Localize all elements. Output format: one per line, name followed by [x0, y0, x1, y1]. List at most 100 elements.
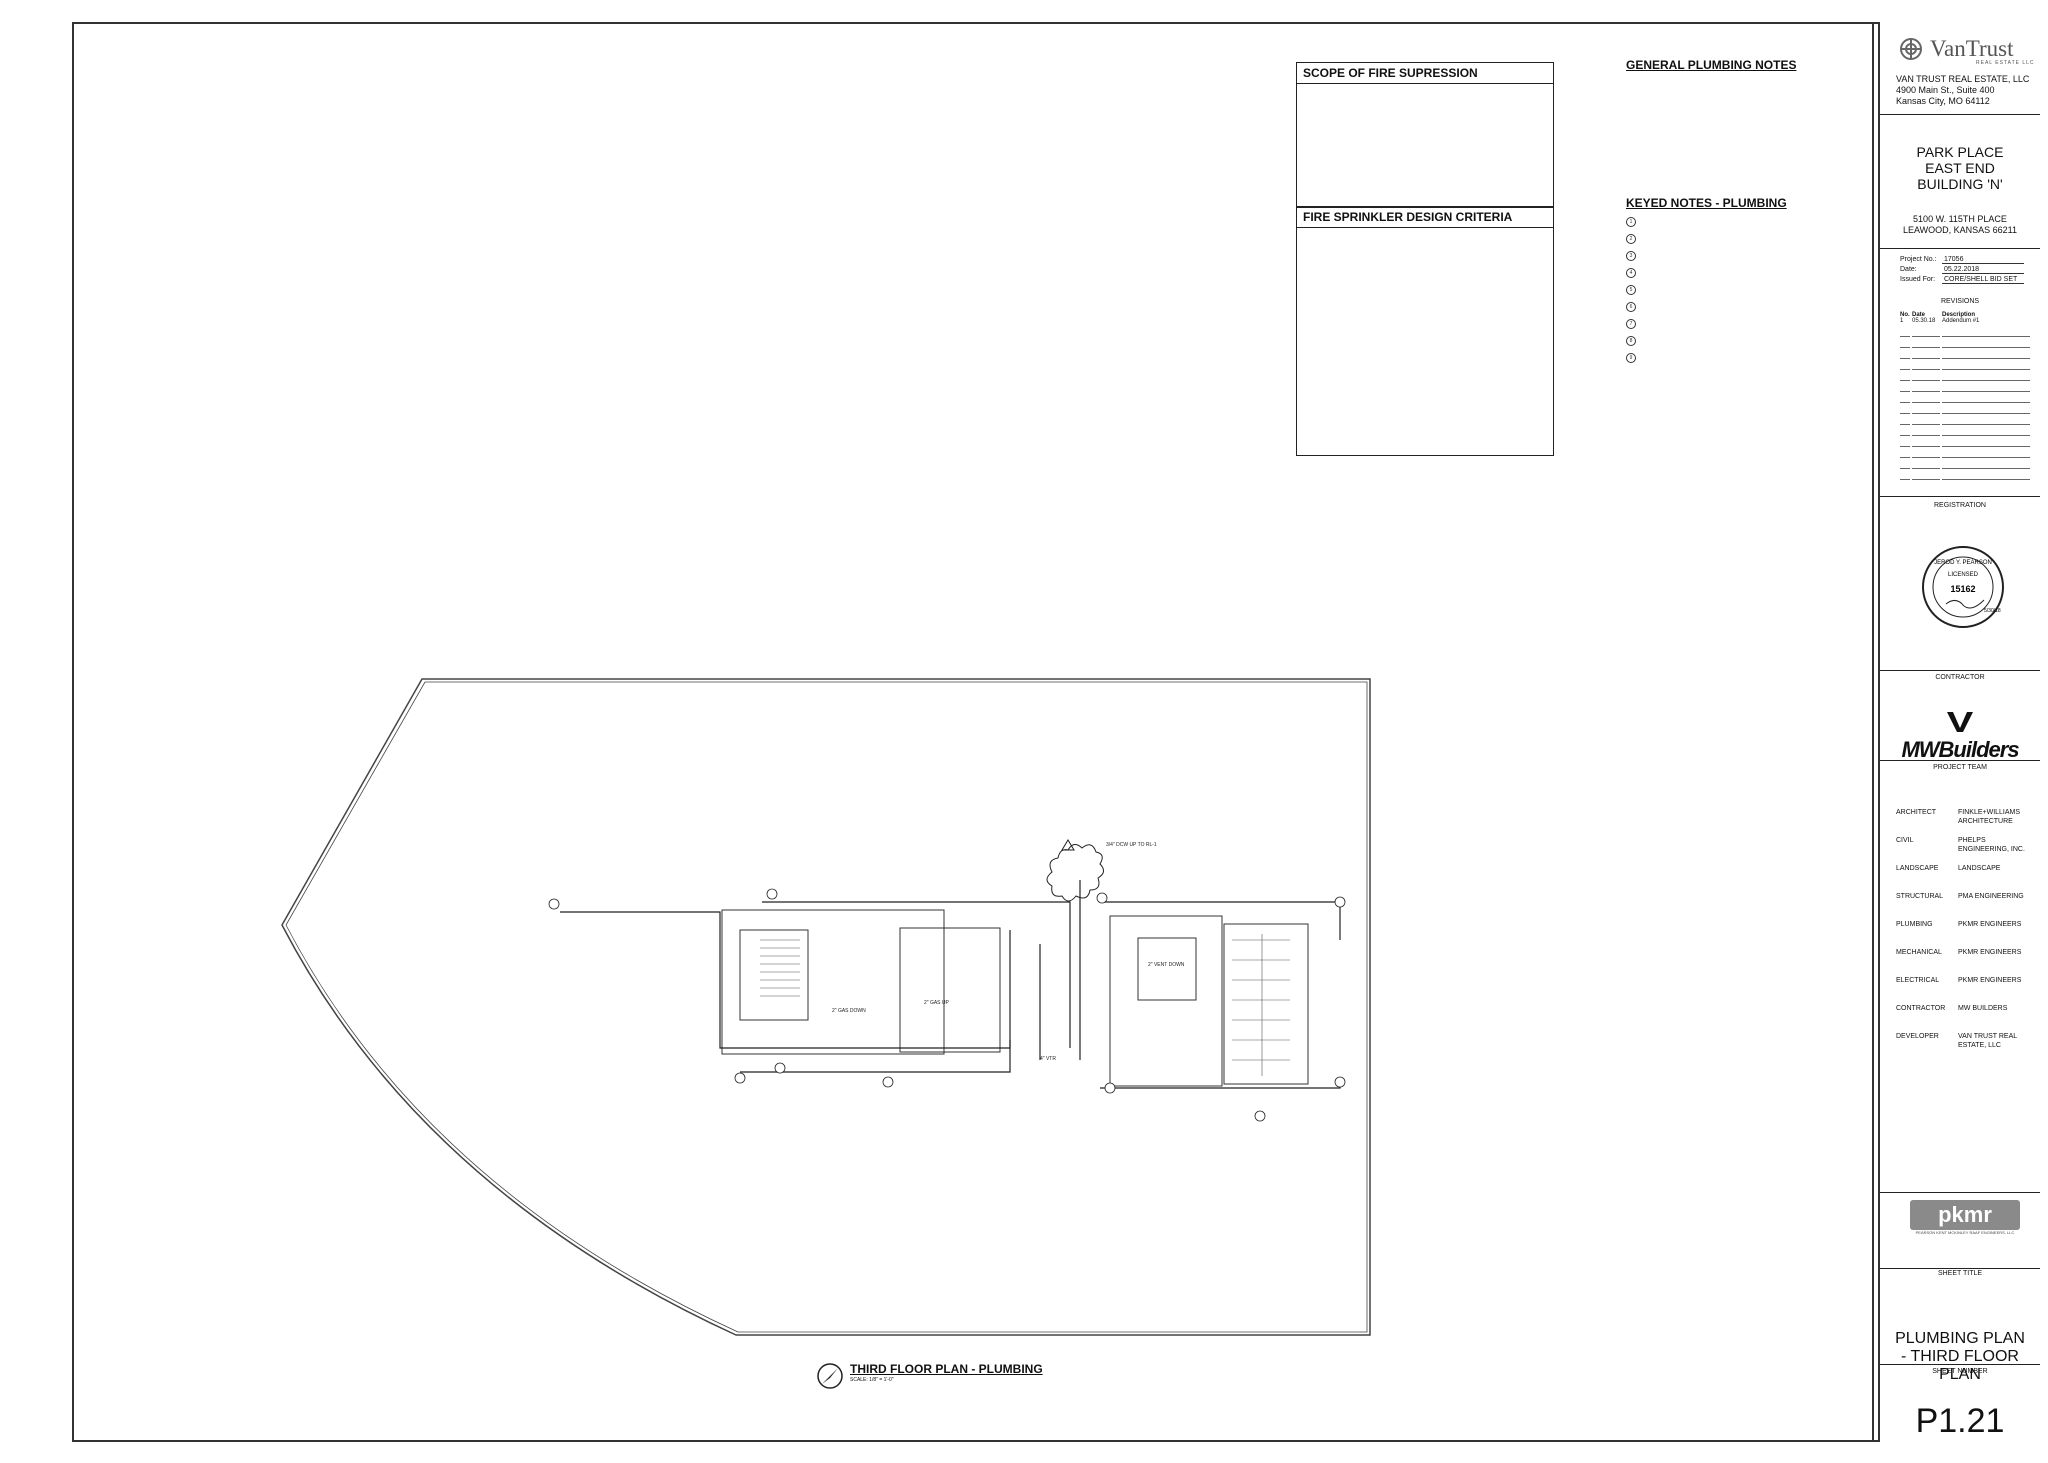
revision-blank-line	[1900, 361, 2030, 370]
project-name-line: PARK PLACE	[1916, 144, 2004, 160]
general-notes-title: GENERAL PLUMBING NOTES	[1626, 58, 1797, 72]
sheet-title-line: PLUMBING PLAN	[1895, 1330, 2025, 1347]
pipe-overflow-left	[740, 1040, 1011, 1073]
keyed-note-number: 4	[1626, 268, 1636, 278]
issued-row: Issued For:CORE/SHELL BID SET	[1900, 276, 2024, 284]
team-row: LANDSCAPE LANDSCAPE	[1896, 864, 2038, 873]
team-role: MECHANICAL	[1896, 949, 1942, 956]
pipe-vent-top	[762, 901, 1071, 1048]
team-role: CONTRACTOR	[1896, 1005, 1946, 1012]
pkmr-logo-sub: PEARSON KENT MCKINLEY RAAF ENGINEERS, LL…	[1915, 1230, 2015, 1235]
stair-right	[1223, 923, 1309, 1085]
keyed-note-item: 6	[1626, 302, 1816, 312]
north-arrow	[822, 1368, 838, 1384]
team-role: LANDSCAPE	[1896, 865, 1939, 872]
team-member: PMA ENGINEERING	[1958, 893, 2024, 900]
pipe-storm-right	[1100, 901, 1341, 940]
sheet-title: PLUMBING PLAN - THIRD FLOOR PLAN	[1880, 1330, 2040, 1384]
plan-title: THIRD FLOOR PLAN - PLUMBING SCALE: 1/8" …	[850, 1362, 1043, 1383]
team-member: PKMR ENGINEERS	[1958, 977, 2022, 984]
title-block: VanTrust REAL ESTATE LLC VAN TRUST REAL …	[1880, 22, 2040, 1442]
revision-blank-line	[1900, 383, 2030, 392]
owner-info: VAN TRUST REAL ESTATE, LLC 4900 Main St.…	[1896, 74, 2029, 107]
team-role: ELECTRICAL	[1896, 977, 1940, 984]
vantrust-mark-icon	[1900, 38, 1922, 60]
scope-title: SCOPE OF FIRE SUPRESSION	[1297, 63, 1553, 84]
team-role: PLUMBING	[1896, 921, 1933, 928]
pkmr-logo: pkmr PEARSON KENT MCKINLEY RAAF ENGINEER…	[1910, 1200, 2020, 1236]
core-left	[721, 909, 945, 1055]
team-role: ARCHITECT	[1896, 809, 1937, 816]
vantrust-logo: VanTrust	[1896, 34, 2014, 64]
project-name-line: BUILDING 'N'	[1917, 176, 2003, 192]
revision-blank-line	[1900, 394, 2030, 403]
keyed-note-number: 1	[1626, 217, 1636, 227]
team-role: STRUCTURAL	[1896, 893, 1944, 900]
building-outline-inner	[285, 681, 1368, 1333]
keyed-note-item: 1	[1626, 217, 1816, 227]
keyed-note-item: 7	[1626, 319, 1816, 329]
project-no-row: Project No.:17056	[1900, 256, 2024, 264]
team-role: CIVIL	[1896, 837, 1914, 844]
plan-scale-text: SCALE: 1/8" = 1'-0"	[850, 1377, 894, 1383]
mwbuilders-logo: MWBuilders	[1890, 712, 2030, 763]
criteria-title: FIRE SPRINKLER DESIGN CRITERIA	[1297, 207, 1553, 228]
revision-blank-line	[1900, 449, 2030, 458]
project-address-line: 5100 W. 115TH PLACE	[1913, 214, 2007, 224]
team-row: ELECTRICAL PKMR ENGINEERS	[1896, 976, 2038, 985]
contractor-label: CONTRACTOR	[1935, 674, 1985, 681]
team-member: LANDSCAPE	[1958, 865, 2001, 872]
project-address: 5100 W. 115TH PLACE LEAWOOD, KANSAS 6621…	[1880, 214, 2040, 236]
keyed-note-number: 3	[1626, 251, 1636, 261]
team-member: PKMR ENGINEERS	[1958, 949, 2022, 956]
sheet-title-line: PLAN	[1939, 1366, 1981, 1383]
north-arrow-circle	[817, 1363, 843, 1389]
keyed-note-number: 8	[1626, 336, 1636, 346]
revision-blank-line	[1900, 405, 2030, 414]
shaft-right	[1137, 937, 1197, 1001]
revision-blank-line	[1900, 416, 2030, 425]
mwbuilders-logo-text: MWBuilders	[1901, 737, 2019, 762]
keyed-note-item: 9	[1626, 353, 1816, 363]
label-gas-up: 2" GAS UP	[924, 1000, 950, 1006]
registration-label: REGISTRATION	[1934, 502, 1986, 509]
revision-blank-line	[1900, 427, 2030, 436]
sheet-number: P1.21	[1915, 1402, 2005, 1440]
revision-blank-line	[1900, 328, 2030, 337]
project-team-label: PROJECT TEAM	[1933, 764, 1987, 771]
keyed-note-item: 3	[1626, 251, 1816, 261]
revision-delta	[1061, 839, 1075, 851]
team-member: VAN TRUST REAL ESTATE, LLC	[1958, 1033, 2017, 1049]
restroom-left	[899, 927, 1001, 1053]
criteria-notes-box: FIRE SPRINKLER DESIGN CRITERIA	[1296, 206, 1554, 456]
keyed-note-number: 5	[1626, 285, 1636, 295]
revision-blank-line	[1900, 372, 2030, 381]
owner-line: VAN TRUST REAL ESTATE, LLC	[1896, 74, 2030, 84]
project-name: PARK PLACE EAST END BUILDING 'N'	[1880, 144, 2040, 192]
revision-cloud	[1046, 844, 1104, 902]
owner-line: 4900 Main St., Suite 400	[1896, 85, 1995, 95]
keyed-note-item: 5	[1626, 285, 1816, 295]
pkmr-logo-text: pkmr	[1910, 1200, 2020, 1230]
date-row: Date:05.22.2018	[1900, 266, 2024, 274]
stair-left	[739, 929, 809, 1021]
revision-blank-line	[1900, 471, 2030, 480]
revision-blank-line	[1900, 460, 2030, 469]
seal-signature-date: 5/30/18	[1984, 608, 2001, 614]
seal-status: LICENSED	[1948, 572, 1979, 578]
vantrust-logo-sub: REAL ESTATE LLC	[1976, 60, 2035, 66]
seal-name: JEROD Y. PEARSON	[1934, 560, 1992, 566]
label-gas-down: 2" GAS DOWN	[832, 1008, 866, 1014]
keyed-note-number: 6	[1626, 302, 1636, 312]
keyed-note-number: 9	[1626, 353, 1636, 363]
general-plumbing-notes: GENERAL PLUMBING NOTES	[1626, 58, 1816, 74]
seal-number: 15162	[1950, 584, 1975, 594]
project-name-line: EAST END	[1925, 160, 1995, 176]
team-member: PHELPS ENGINEERING, INC.	[1958, 837, 2025, 853]
